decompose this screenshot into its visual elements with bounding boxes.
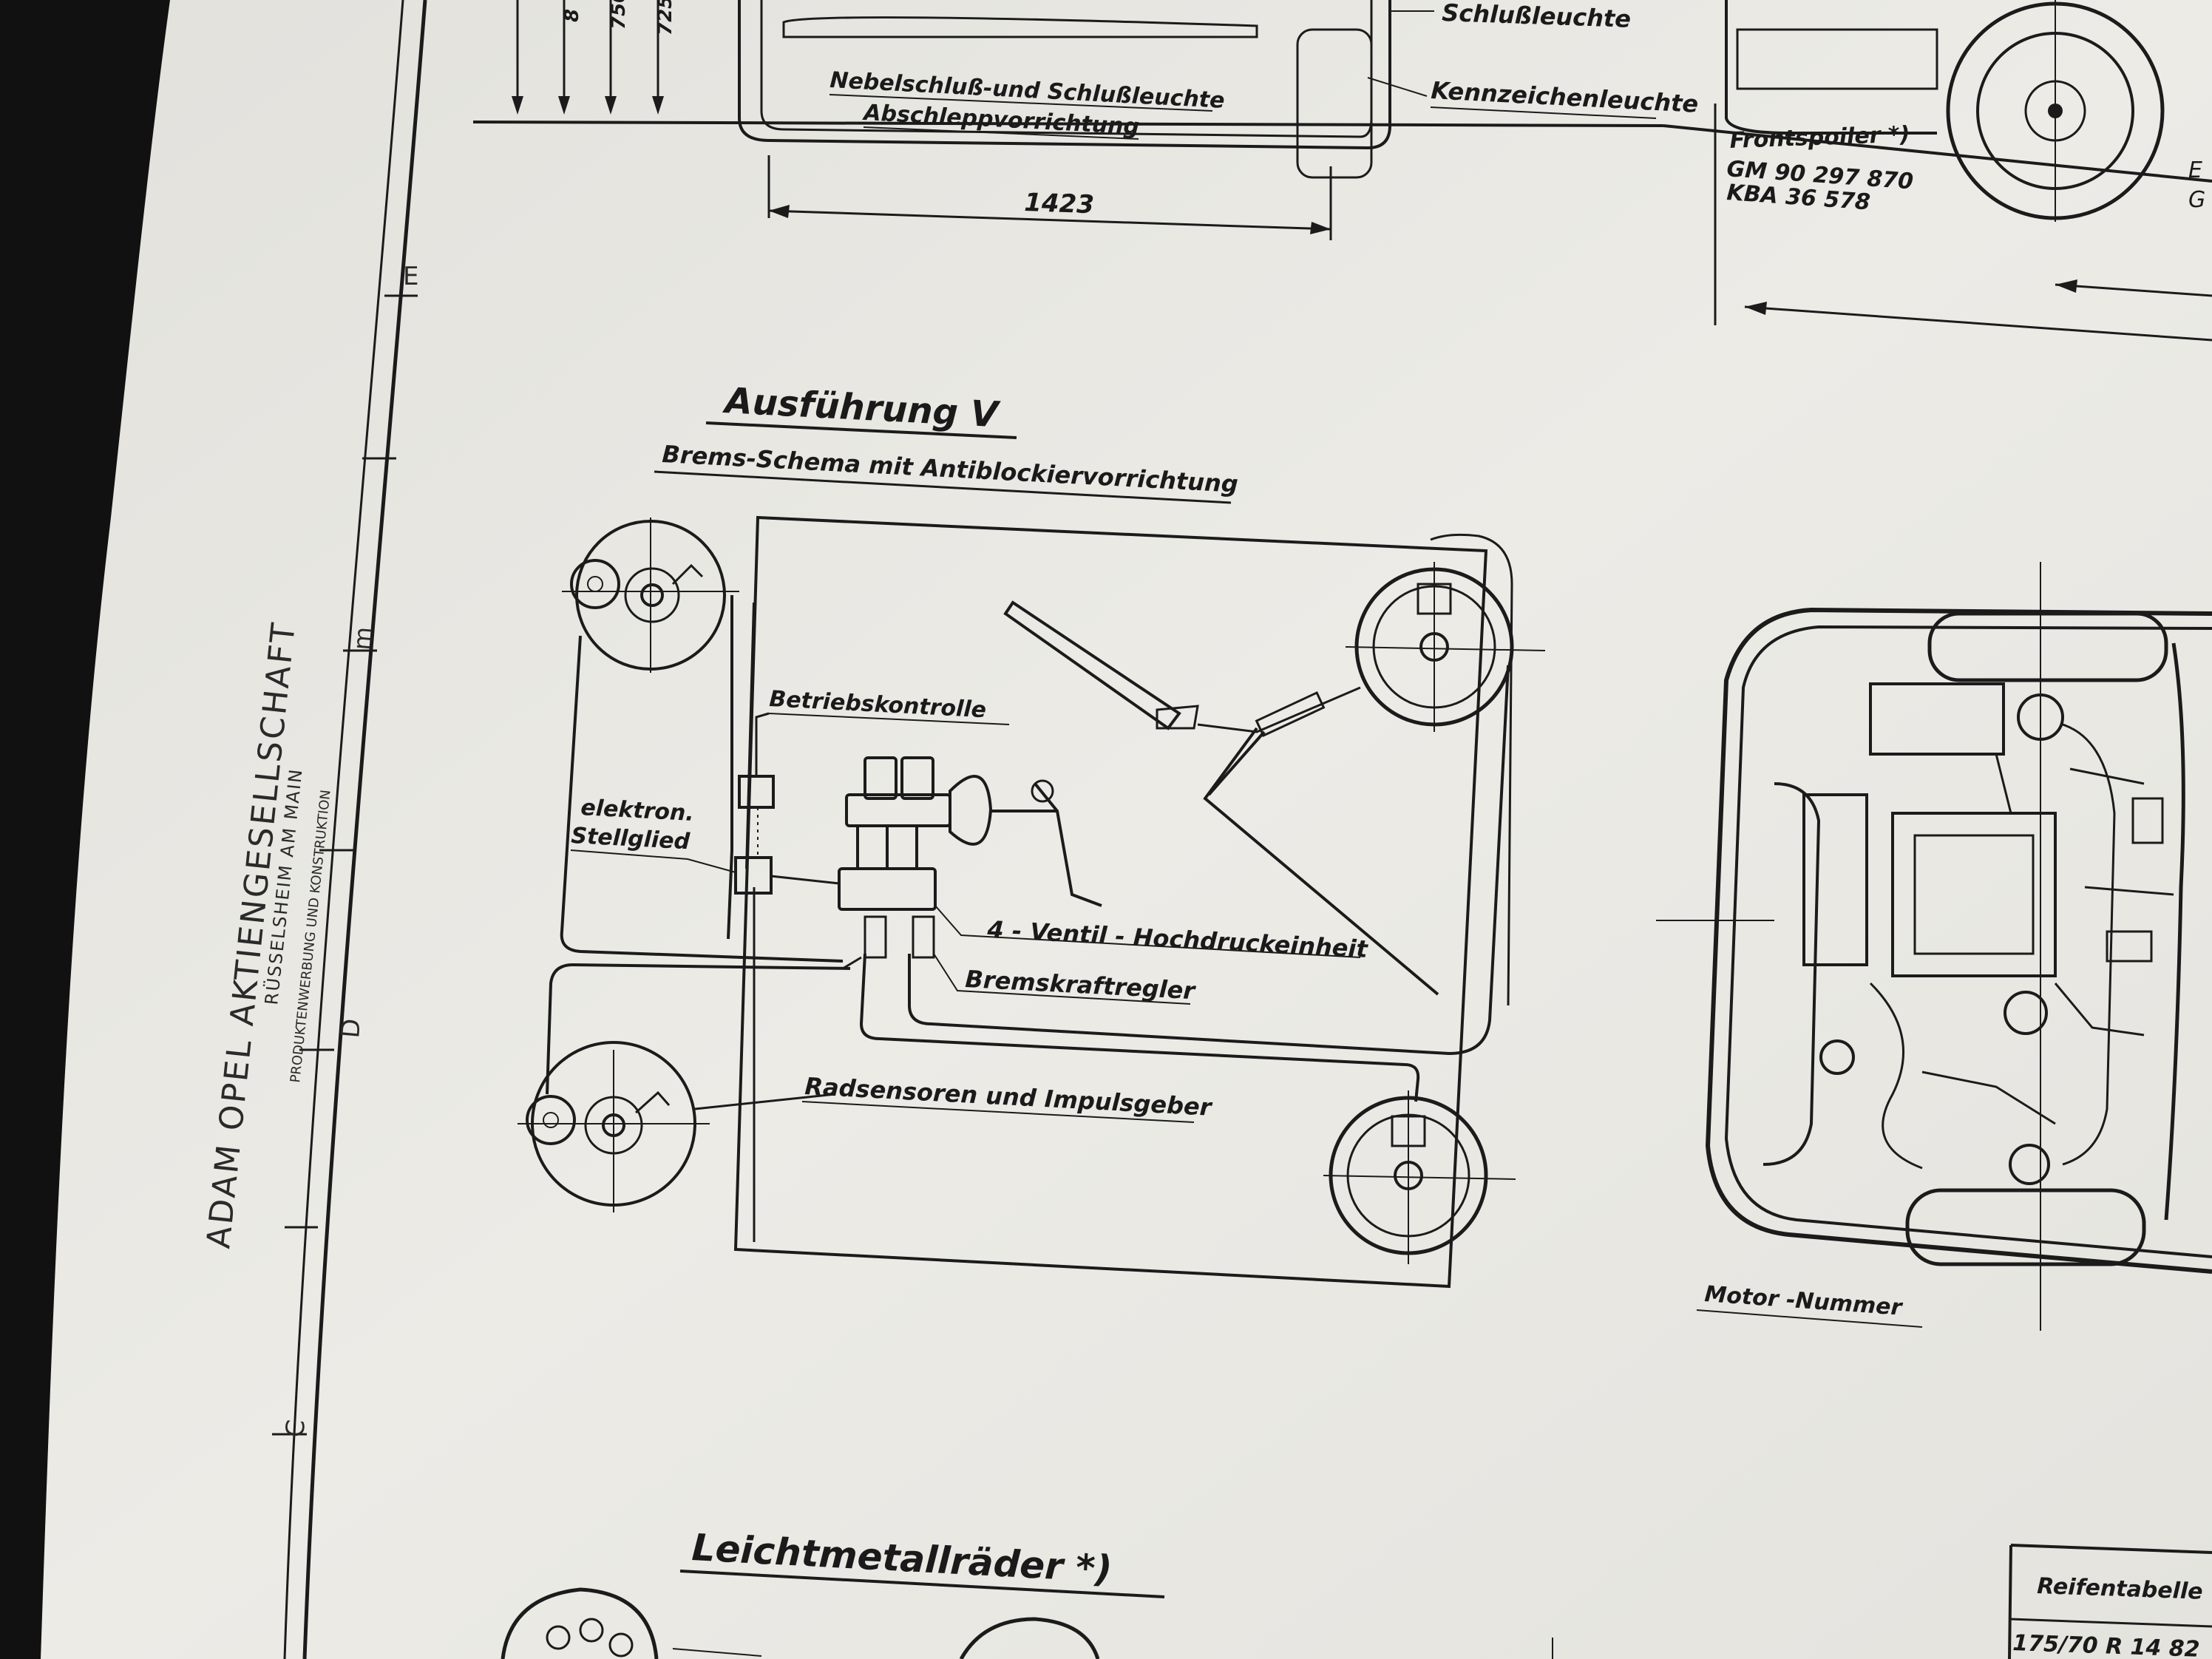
- rear-left-wheel: [518, 1041, 710, 1212]
- dim-arrow: [2055, 279, 2077, 293]
- stellglied-box: [734, 856, 773, 895]
- front-left-wheel: [562, 518, 739, 673]
- engine-part: [2009, 1144, 2050, 1185]
- frame-border: [272, 0, 427, 1659]
- frame-outer-line: [302, 0, 427, 1659]
- height-dimension-arrows: [512, 0, 664, 115]
- underline: [801, 1101, 1195, 1123]
- body-outline-outer: [1705, 607, 2212, 1274]
- leader-line: [1367, 77, 1428, 97]
- wheel-hole: [546, 1625, 571, 1650]
- frame-inner-line: [283, 0, 404, 1659]
- leader-line: [934, 905, 1361, 958]
- rear-right-wheel: [1323, 1090, 1516, 1264]
- leader-line: [672, 1648, 762, 1657]
- dim-arrow: [1745, 302, 1767, 315]
- wheel-hole: [608, 1632, 634, 1658]
- engine-part: [1819, 1039, 1855, 1075]
- alloy-wheel-1: [501, 1587, 659, 1659]
- radiator: [1802, 793, 1868, 966]
- edge-char-g: G: [2188, 187, 2205, 213]
- subheading-underline: [654, 470, 1232, 504]
- hose: [2062, 723, 2116, 1166]
- underline: [768, 713, 1010, 725]
- dim-tick-725: 725: [654, 0, 676, 35]
- ground-line-right: [1663, 124, 2212, 183]
- rear-panel: [782, 16, 1258, 38]
- hose: [1869, 982, 1923, 1170]
- label-elektron-line2: Stellglied: [571, 823, 691, 855]
- body-outline-inner: [1724, 625, 2212, 1258]
- wheel-hole: [579, 1618, 604, 1643]
- dim-arrow: [769, 205, 790, 218]
- heading-underline: [679, 1570, 1165, 1598]
- rear-wheel: [1296, 28, 1373, 179]
- reifentabelle-header: Reifentabelle: [2037, 1573, 2203, 1605]
- engine-part: [2004, 991, 2048, 1035]
- leader-line: [933, 953, 1191, 1005]
- master-cylinder-assembly: [838, 756, 1102, 959]
- underline: [1696, 1309, 1923, 1328]
- engine-block: [1891, 812, 2057, 977]
- brake-lines: [546, 595, 1510, 1242]
- engine-part: [2106, 930, 2153, 963]
- label-elektron-line1: elektron.: [580, 795, 695, 827]
- frame-letter-d: D: [336, 1017, 367, 1039]
- alloy-wheel-2: [959, 1617, 1100, 1659]
- frame-letter-e: E: [403, 262, 418, 291]
- bottom-area: Leichtmetallräder *) Reifentabelle 175/7…: [501, 1526, 2212, 1659]
- reifentabelle-top: [2010, 1544, 2212, 1554]
- air-filter: [1869, 682, 2005, 756]
- handbrake-assembly: [1003, 600, 1439, 996]
- wire: [770, 875, 840, 885]
- rear-bumper-outline: [738, 0, 1391, 150]
- frontspoiler-line1: Frontspoiler *): [1729, 122, 1910, 154]
- engine-head: [1913, 834, 2035, 955]
- schema-frame: [733, 515, 1488, 1289]
- dim-line-1423: [768, 209, 1331, 231]
- side-body-outline: [1725, 0, 1937, 135]
- underline: [1430, 106, 1657, 119]
- dim-tick-8: 8: [561, 9, 583, 22]
- dimension-1423: 1423: [1024, 188, 1095, 220]
- bumper-curve: [1763, 782, 1821, 1166]
- underline: [863, 126, 1139, 140]
- top-rear-view: 8 750 725 Schlußleuchte Nebelschluß-und …: [472, 0, 2212, 342]
- front-right-wheel: [1345, 533, 1546, 1006]
- top-wheel: [1927, 611, 2168, 682]
- dim-arrow: [1310, 222, 1331, 234]
- brake-schema: Ausführung V Brems-Schema mit Antiblocki…: [518, 380, 1546, 1289]
- frame-letter-c: C: [280, 1419, 311, 1439]
- dim-line: [2055, 283, 2212, 297]
- bottom-wheel: [1905, 1188, 2146, 1266]
- reifentabelle-left: [2008, 1544, 2012, 1659]
- engine-detail: [1995, 753, 2174, 896]
- underline: [829, 94, 1213, 112]
- windshield-edge: [2164, 642, 2185, 1221]
- length-dim-line: [1744, 305, 2212, 342]
- paper-sheet: [41, 0, 2212, 1659]
- side-grille: [1736, 28, 1938, 90]
- frame-letter-m: m: [347, 625, 378, 651]
- engine-detail: [1921, 983, 2145, 1125]
- label-schlussleuchte: Schlußleuchte: [1442, 0, 1632, 33]
- leader-line: [755, 712, 770, 776]
- reifentabelle-row1: 175/70 R 14 82: [2012, 1630, 2200, 1659]
- dim-tick-750: 750: [608, 0, 630, 30]
- leader-line: [570, 849, 736, 873]
- edge-char-e: E: [2188, 157, 2202, 183]
- heading-underline: [705, 421, 1017, 439]
- engine-part: [2131, 797, 2164, 844]
- reifentabelle-divider: [2010, 1618, 2212, 1628]
- engine-bay-view: Motor -Nummer: [1656, 562, 2212, 1331]
- ground-line: [472, 121, 1664, 127]
